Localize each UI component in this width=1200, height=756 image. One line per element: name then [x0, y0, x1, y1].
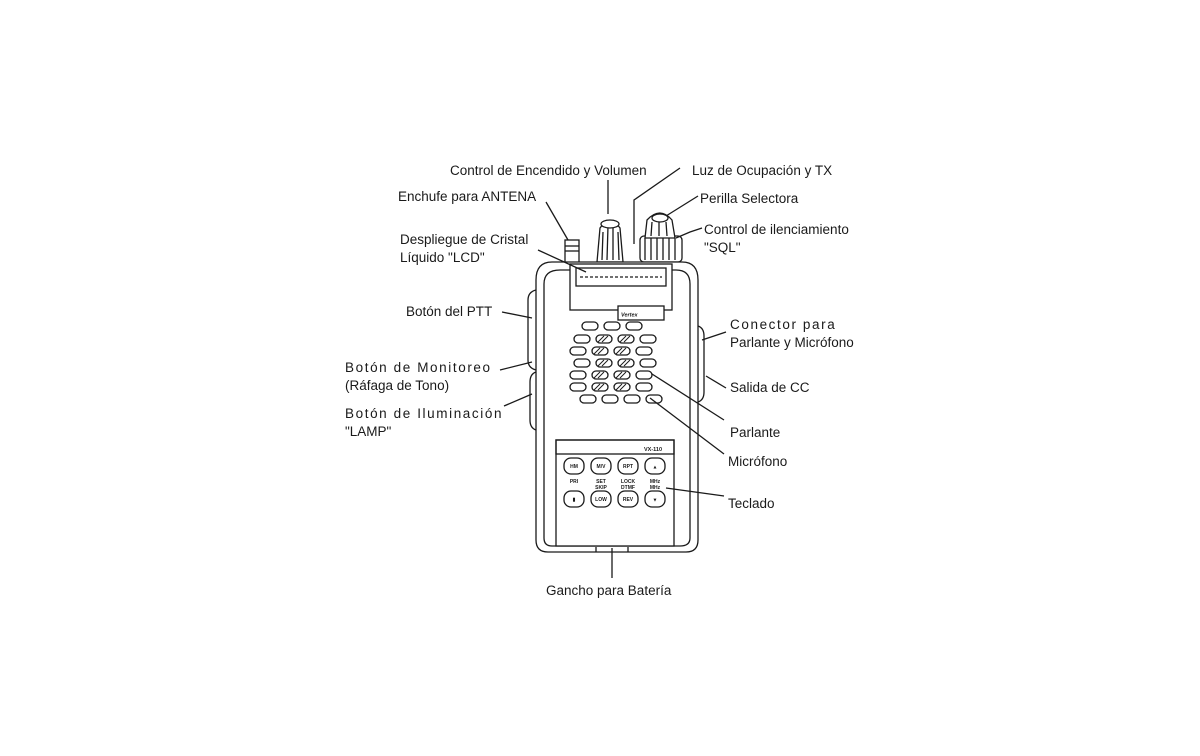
key-mv: M/V: [597, 464, 607, 470]
leader-lines: [499, 167, 727, 578]
key-down: ▼: [653, 498, 658, 504]
antenna-connector: [564, 239, 580, 265]
model-text: VX-110: [644, 447, 662, 453]
brand-text: Vertex: [621, 313, 639, 319]
key-low: LOW: [595, 497, 607, 503]
label-monitor-line2: (Ráfaga de Tono): [345, 378, 450, 393]
label-antenna: Enchufe para ANTENA: [398, 189, 537, 204]
key-up: ▲: [653, 465, 658, 471]
label-lcd-line2: Líquido "LCD": [400, 250, 485, 265]
key-mhz-sub: MHz: [650, 479, 661, 485]
label-selector: Perilla Selectora: [700, 191, 799, 206]
label-monitor-line1: Botón de Monitoreo: [345, 360, 492, 375]
key-hm: HM: [570, 464, 578, 470]
speaker-grille: [569, 321, 663, 404]
label-speaker: Parlante: [730, 425, 781, 440]
label-busy-tx: Luz de Ocupación y TX: [692, 163, 833, 178]
keypad-panel: [555, 439, 675, 547]
label-battery-hook: Gancho para Batería: [546, 583, 672, 598]
label-volume: Control de Encendido y Volumen: [450, 163, 647, 178]
key-dtmf-sub: DTMF: [621, 485, 635, 491]
lcd-display: [569, 263, 673, 311]
key-rev: REV: [623, 497, 634, 503]
label-keypad: Teclado: [728, 496, 775, 511]
label-squelch-line2: "SQL": [704, 240, 741, 255]
key-set-sub: SET: [596, 479, 606, 485]
label-ptt: Botón del PTT: [406, 304, 493, 319]
brand-badge: [617, 305, 665, 321]
label-lamp-line1: Botón de Iluminación: [345, 406, 504, 421]
key-lamp: ▮: [573, 497, 576, 503]
volume-knob: [596, 219, 624, 263]
key-skip-sub: SKIP: [595, 485, 607, 491]
key-mhz2-sub: MHz: [650, 485, 661, 491]
key-lock-sub: LOCK: [621, 479, 636, 485]
label-lamp-line2: "LAMP": [345, 424, 392, 439]
key-rpt: RPT: [623, 464, 633, 470]
label-dc-out: Salida de CC: [730, 380, 810, 395]
label-lcd-line1: Despliegue de Cristal: [400, 232, 529, 247]
label-squelch-line1: Control de ilenciamiento: [704, 222, 849, 237]
label-connector-line2: Parlante y Micrófono: [730, 335, 854, 350]
label-connector-line1: Conector para: [730, 317, 837, 332]
label-microphone: Micrófono: [728, 454, 788, 469]
selector-knob: [639, 212, 683, 263]
key-pri-sub: PRI: [570, 479, 579, 485]
keypad-keys: HM M/V RPT ▲ PRI SET LOCK MHz SKIP DTMF …: [570, 464, 661, 504]
